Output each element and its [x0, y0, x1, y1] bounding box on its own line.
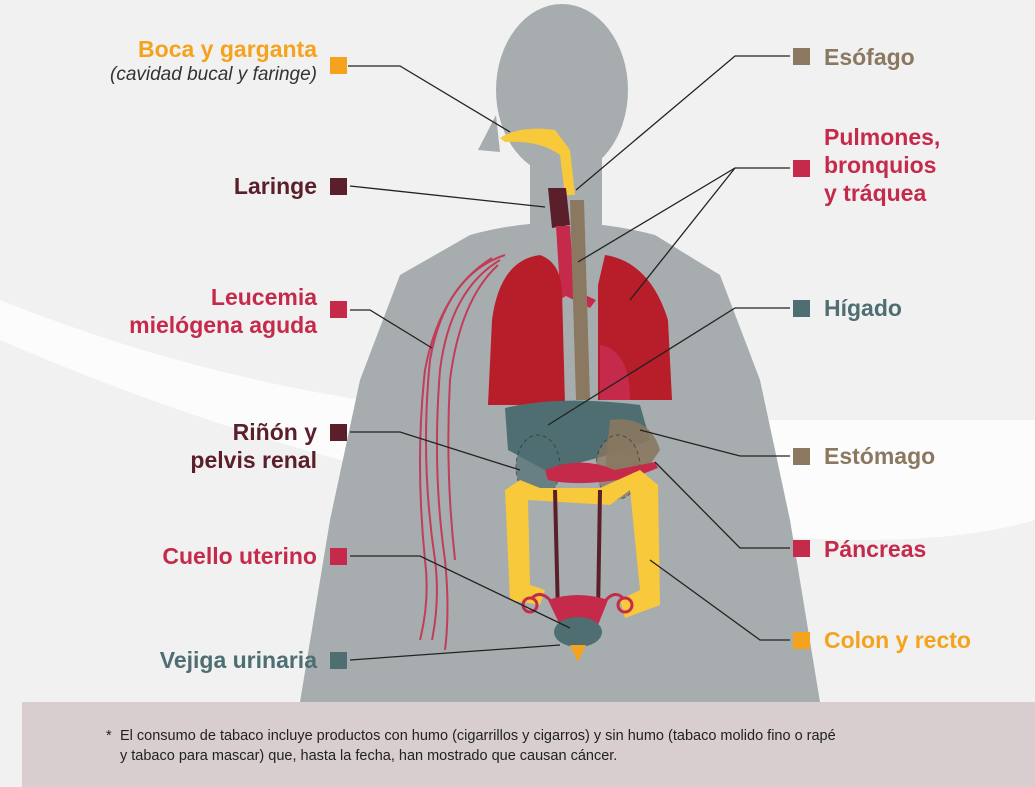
marker-esofago — [793, 48, 810, 65]
leader-boca — [348, 66, 510, 132]
label-leucemia-line2: mielógena aguda — [129, 311, 317, 339]
marker-laringe — [330, 178, 347, 195]
label-estomago: Estómago — [824, 442, 935, 470]
label-laringe: Laringe — [234, 172, 317, 200]
label-rinon: Riñón y pelvis renal — [190, 418, 317, 474]
footnote-star: * — [106, 726, 112, 746]
label-colon: Colon y recto — [824, 626, 971, 654]
label-esofago: Esófago — [824, 43, 915, 71]
label-boca-garganta: Boca y garganta (cavidad bucal y faringe… — [110, 35, 317, 87]
label-rinon-line2: pelvis renal — [190, 446, 317, 474]
label-boca-subtitle: (cavidad bucal y faringe) — [110, 63, 317, 87]
leader-laringe — [350, 186, 545, 207]
bladder — [554, 617, 602, 647]
marker-vejiga — [330, 652, 347, 669]
footnote-text: * El consumo de tabaco incluye productos… — [120, 726, 970, 766]
marker-pancreas — [793, 540, 810, 557]
label-vejiga: Vejiga urinaria — [160, 646, 317, 674]
marker-rinon — [330, 424, 347, 441]
right-ureter — [598, 490, 600, 615]
label-leucemia: Leucemia mielógena aguda — [129, 283, 317, 339]
marker-estomago — [793, 448, 810, 465]
label-pancreas: Páncreas — [824, 535, 926, 563]
marker-colon — [793, 632, 810, 649]
label-leucemia-line1: Leucemia — [129, 283, 317, 311]
marker-cuello — [330, 548, 347, 565]
marker-leucemia — [330, 301, 347, 318]
label-pulmones-line1: Pulmones, — [824, 123, 940, 151]
label-rinon-line1: Riñón y — [190, 418, 317, 446]
marker-higado — [793, 300, 810, 317]
label-pulmones-line3: y tráquea — [824, 179, 940, 207]
footnote-line2: y tabaco para mascar) que, hasta la fech… — [120, 746, 970, 766]
label-pulmones: Pulmones, bronquios y tráquea — [824, 123, 940, 207]
label-cuello-uterino: Cuello uterino — [162, 542, 317, 570]
footnote-panel: * El consumo de tabaco incluye productos… — [22, 702, 1035, 787]
marker-pulmones — [793, 160, 810, 177]
marker-boca — [330, 57, 347, 74]
label-boca-title: Boca y garganta — [138, 36, 317, 62]
footnote-line1: El consumo de tabaco incluye productos c… — [120, 726, 970, 746]
label-higado: Hígado — [824, 294, 902, 322]
label-pulmones-line2: bronquios — [824, 151, 940, 179]
